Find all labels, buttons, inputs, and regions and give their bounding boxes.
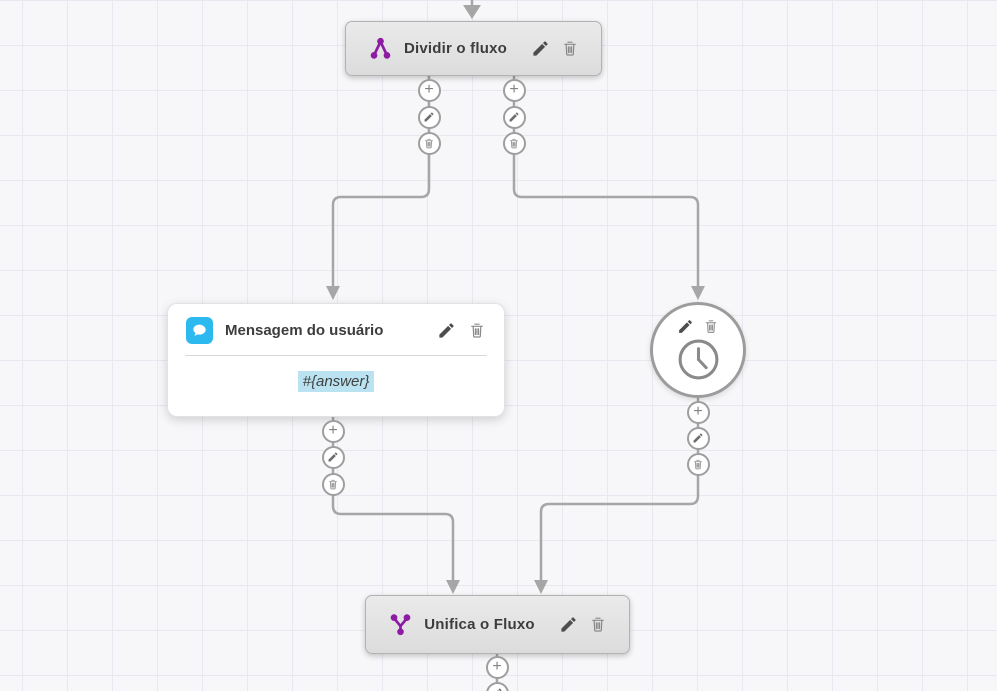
split-node-title: Dividir o fluxo [403, 40, 507, 57]
merge-delete-button[interactable] [589, 615, 607, 634]
trash-icon [591, 617, 604, 632]
timer-delete-button[interactable] [703, 318, 719, 335]
user-message-title: Mensagem do usuário [225, 322, 384, 339]
split-output-2-delete-button[interactable] [502, 131, 526, 155]
timer-connector-edit-button[interactable] [686, 426, 710, 450]
plus-icon: + [693, 402, 703, 420]
split-output-2-edit-button[interactable] [502, 105, 526, 129]
merge-flow-node[interactable]: Unifica o Fluxo [365, 595, 630, 654]
connector-into-split [463, 0, 481, 19]
pencil-icon [533, 41, 548, 56]
split-delete-button[interactable] [561, 39, 579, 58]
pencil-icon [439, 323, 454, 338]
merge-flow-icon [388, 612, 413, 637]
pencil-icon [561, 617, 576, 632]
split-output-1-add-button[interactable]: + [417, 78, 441, 102]
connector-timer-to-merge [534, 397, 700, 594]
trash-icon [471, 323, 483, 338]
card-divider [185, 355, 487, 356]
pencil-icon [424, 112, 434, 122]
pencil-icon [328, 452, 338, 462]
plus-icon: + [424, 80, 434, 98]
user-message-delete-button[interactable] [468, 321, 486, 340]
user-message-node[interactable]: Mensagem do usuário #{answer} [167, 303, 505, 417]
user-message-variable: #{answer} [297, 370, 375, 392]
split-edit-button[interactable] [531, 39, 550, 58]
timer-add-button[interactable]: + [686, 400, 710, 424]
connector-split-to-timer [512, 74, 705, 300]
pencil-icon [679, 320, 692, 333]
trash-icon [329, 479, 337, 489]
trash-icon [425, 138, 433, 148]
split-output-1-delete-button[interactable] [417, 131, 441, 155]
plus-icon: + [328, 421, 338, 439]
trash-icon [564, 41, 576, 56]
timer-connector-delete-button[interactable] [686, 452, 710, 476]
timer-edit-button[interactable] [677, 318, 694, 335]
chat-bubble-icon [186, 317, 213, 344]
user-message-add-button[interactable]: + [321, 419, 345, 443]
connector-split-to-user-message [326, 74, 431, 300]
split-output-1-edit-button[interactable] [417, 105, 441, 129]
connector-user-message-to-merge [331, 415, 460, 594]
trash-icon [510, 138, 518, 148]
trash-icon [694, 459, 702, 469]
user-message-connector-edit-button[interactable] [321, 445, 345, 469]
split-output-2-add-button[interactable]: + [502, 78, 526, 102]
timer-node[interactable] [650, 302, 746, 398]
clock-icon [676, 337, 721, 382]
user-message-connector-delete-button[interactable] [321, 472, 345, 496]
pencil-icon [497, 688, 502, 691]
split-flow-icon [368, 36, 393, 61]
split-flow-node[interactable]: Dividir o fluxo [345, 21, 602, 76]
merge-add-button[interactable]: + [485, 655, 509, 679]
merge-node-title: Unifica o Fluxo [424, 616, 535, 633]
user-message-edit-button[interactable] [437, 321, 456, 340]
pencil-icon [509, 112, 519, 122]
plus-icon: + [509, 80, 519, 98]
trash-icon [705, 320, 717, 333]
plus-icon: + [492, 657, 502, 675]
merge-edit-button[interactable] [559, 615, 578, 634]
pencil-icon [693, 433, 703, 443]
